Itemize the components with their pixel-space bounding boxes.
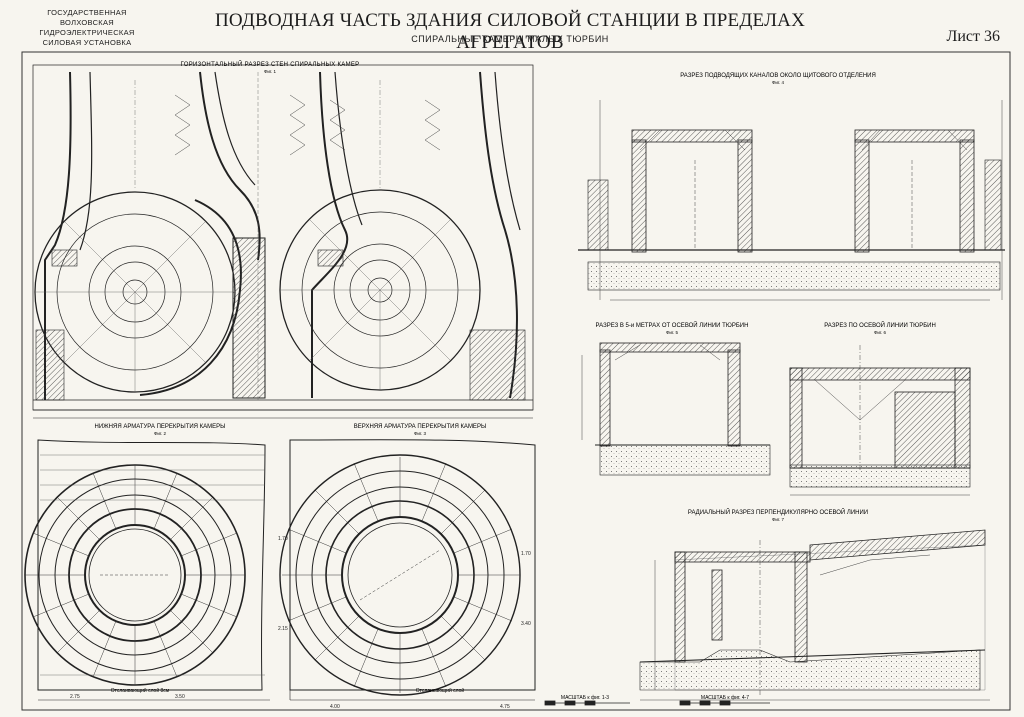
page-subtitle: СПИРАЛЬНЫЕ КАМЕРЫ МАЛЫХ ТЮРБИН bbox=[411, 34, 609, 44]
plaster-note-2: Отслаивающий слой bbox=[416, 687, 465, 694]
figure-4-label: Фиг. 4 bbox=[772, 80, 785, 85]
figure-6-label: Фиг. 6 bbox=[874, 330, 887, 335]
dimension-label: 2.15 bbox=[278, 626, 288, 632]
organization-header: ГОСУДАРСТВЕННАЯ ВОЛХОВСКАЯ ГИДРОЭЛЕКТРИЧ… bbox=[22, 8, 152, 48]
scale-label-2: МАСШТАБ к фиг. 4-7 bbox=[701, 695, 749, 701]
figure-5-section bbox=[581, 342, 771, 476]
scale-label-1: МАСШТАБ к фиг. 1-3 bbox=[561, 695, 609, 701]
page-title: ПОДВОДНАЯ ЧАСТЬ ЗДАНИЯ СИЛОВОЙ СТАНЦИИ В… bbox=[214, 10, 805, 53]
dimension-label: 2.75 bbox=[70, 694, 80, 700]
dimension-label: 1.70 bbox=[521, 551, 531, 557]
org-line-1: ГОСУДАРСТВЕННАЯ bbox=[47, 8, 127, 17]
org-line-3: СИЛОВАЯ УСТАНОВКА bbox=[42, 38, 132, 47]
sheet-number: Лист 36 bbox=[946, 28, 1000, 45]
scale-bars bbox=[544, 700, 770, 706]
figure-3-upper-reinforcement bbox=[279, 439, 536, 701]
figure-4-channels-section bbox=[578, 100, 1005, 301]
figure-2-lower-reinforcement bbox=[24, 439, 270, 701]
figure-3-label: Фиг. 3 bbox=[414, 431, 427, 436]
dimension-label: 3.50 bbox=[175, 694, 185, 700]
figure-6-caption: РАЗРЕЗ ПО ОСЕВОЙ ЛИНИИ ТЮРБИН bbox=[824, 321, 936, 329]
figure-5-caption: РАЗРЕЗ В 5-и МЕТРАХ ОТ ОСЕВОЙ ЛИНИИ ТЮРБ… bbox=[596, 321, 749, 329]
figure-1-label: Фиг. 1 bbox=[264, 69, 277, 74]
plaster-note-1: Отслаивающий слой 8см bbox=[111, 687, 170, 694]
dimension-label: 4.00 bbox=[330, 704, 340, 710]
org-line-2: ВОЛХОВСКАЯ ГИДРОЭЛЕКТРИЧЕСКАЯ bbox=[39, 18, 135, 37]
dimension-label: 1.70 bbox=[278, 536, 288, 542]
figure-3-caption: ВЕРХНЯЯ АРМАТУРА ПЕРЕКРЫТИЯ КАМЕРЫ bbox=[354, 424, 487, 430]
figure-7-radial-section bbox=[639, 529, 990, 701]
figure-6-axial-section bbox=[789, 345, 971, 496]
sheet-frame bbox=[21, 51, 1011, 711]
figure-2-label: Фиг. 2 bbox=[154, 431, 167, 436]
figure-1-caption: ГОРИЗОНТАЛЬНЫЙ РАЗРЕЗ СТЕН СПИРАЛЬНЫХ КА… bbox=[181, 60, 360, 68]
figure-1-horizontal-section bbox=[32, 64, 534, 419]
figure-7-caption: РАДИАЛЬНЫЙ РАЗРЕЗ ПЕРПЕНДИКУЛЯРНО ОСЕВОЙ… bbox=[688, 508, 868, 516]
figure-4-caption: РАЗРЕЗ ПОДВОДЯЩИХ КАНАЛОВ ОКОЛО ЩИТОВОГО… bbox=[680, 73, 876, 79]
figure-5-label: Фиг. 5 bbox=[666, 330, 679, 335]
dimension-label: 4.75 bbox=[500, 704, 510, 710]
dimension-label: 3.40 bbox=[521, 621, 531, 627]
figure-2-caption: НИЖНЯЯ АРМАТУРА ПЕРЕКРЫТИЯ КАМЕРЫ bbox=[95, 424, 226, 430]
figure-7-label: Фиг. 7 bbox=[772, 517, 785, 522]
